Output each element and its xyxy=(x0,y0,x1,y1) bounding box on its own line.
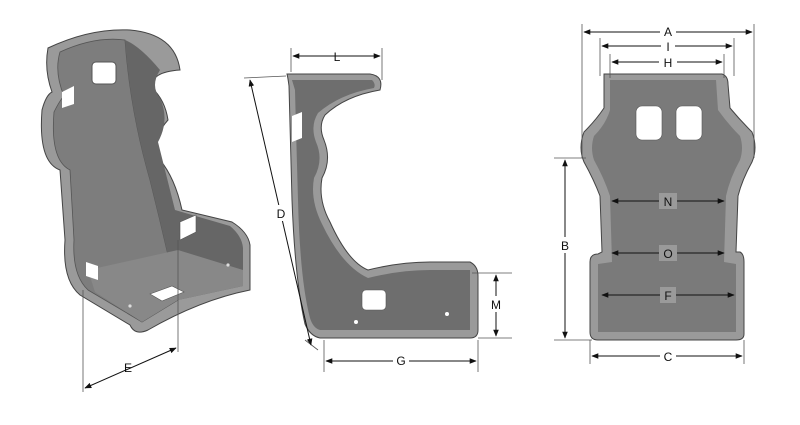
seat-three-quarter-view xyxy=(40,29,251,333)
dimension-label-f: F xyxy=(664,289,671,303)
dimension-h: H xyxy=(609,54,725,78)
dimension-i: I xyxy=(599,38,735,76)
side-slot-lower xyxy=(179,214,197,241)
dimension-label-n: N xyxy=(664,195,673,209)
harness-slot-left xyxy=(635,105,663,141)
dimension-l: L xyxy=(290,48,383,80)
dimension-c: C xyxy=(589,340,745,364)
seat-side-view xyxy=(286,73,479,339)
dimension-a: A xyxy=(581,23,755,158)
dimension-label-d: D xyxy=(277,207,286,221)
seat-side-wall xyxy=(125,40,243,300)
dimension-label-a: A xyxy=(664,25,672,39)
mount-hole xyxy=(354,320,358,324)
harness-slot-right xyxy=(675,105,703,141)
seat-pan xyxy=(88,250,243,322)
side-view-lower-slot xyxy=(361,289,387,311)
sub-belt-slot xyxy=(149,285,185,302)
dimension-f: F xyxy=(601,287,735,303)
dimension-label-g: G xyxy=(396,354,405,368)
harness-slot-left-view xyxy=(91,61,117,85)
dimension-label-i: I xyxy=(666,40,669,54)
side-slot-upper xyxy=(62,86,74,108)
dimension-label-b: B xyxy=(561,239,569,253)
side-view-upper-slot xyxy=(292,112,302,142)
dimension-label-o: O xyxy=(663,247,672,261)
dimension-e: E xyxy=(82,240,179,392)
dimension-label-e: E xyxy=(124,361,132,375)
dimension-label-l: L xyxy=(334,50,341,64)
dimension-label-h: H xyxy=(664,56,673,70)
mount-hole xyxy=(226,263,230,267)
mount-hole xyxy=(128,304,132,308)
side-view-shell-inner xyxy=(292,80,470,330)
dimension-label-m: M xyxy=(491,298,501,312)
dimension-b: B xyxy=(554,157,592,341)
dimension-m: M xyxy=(472,272,512,339)
dimension-d: D xyxy=(243,75,319,351)
mount-hole xyxy=(445,312,449,316)
dimension-o: O xyxy=(611,245,725,261)
dimension-label-c: C xyxy=(664,350,673,364)
side-slot-bottom xyxy=(86,262,98,280)
dimension-g: G xyxy=(323,340,479,372)
dimension-n: N xyxy=(611,193,725,209)
